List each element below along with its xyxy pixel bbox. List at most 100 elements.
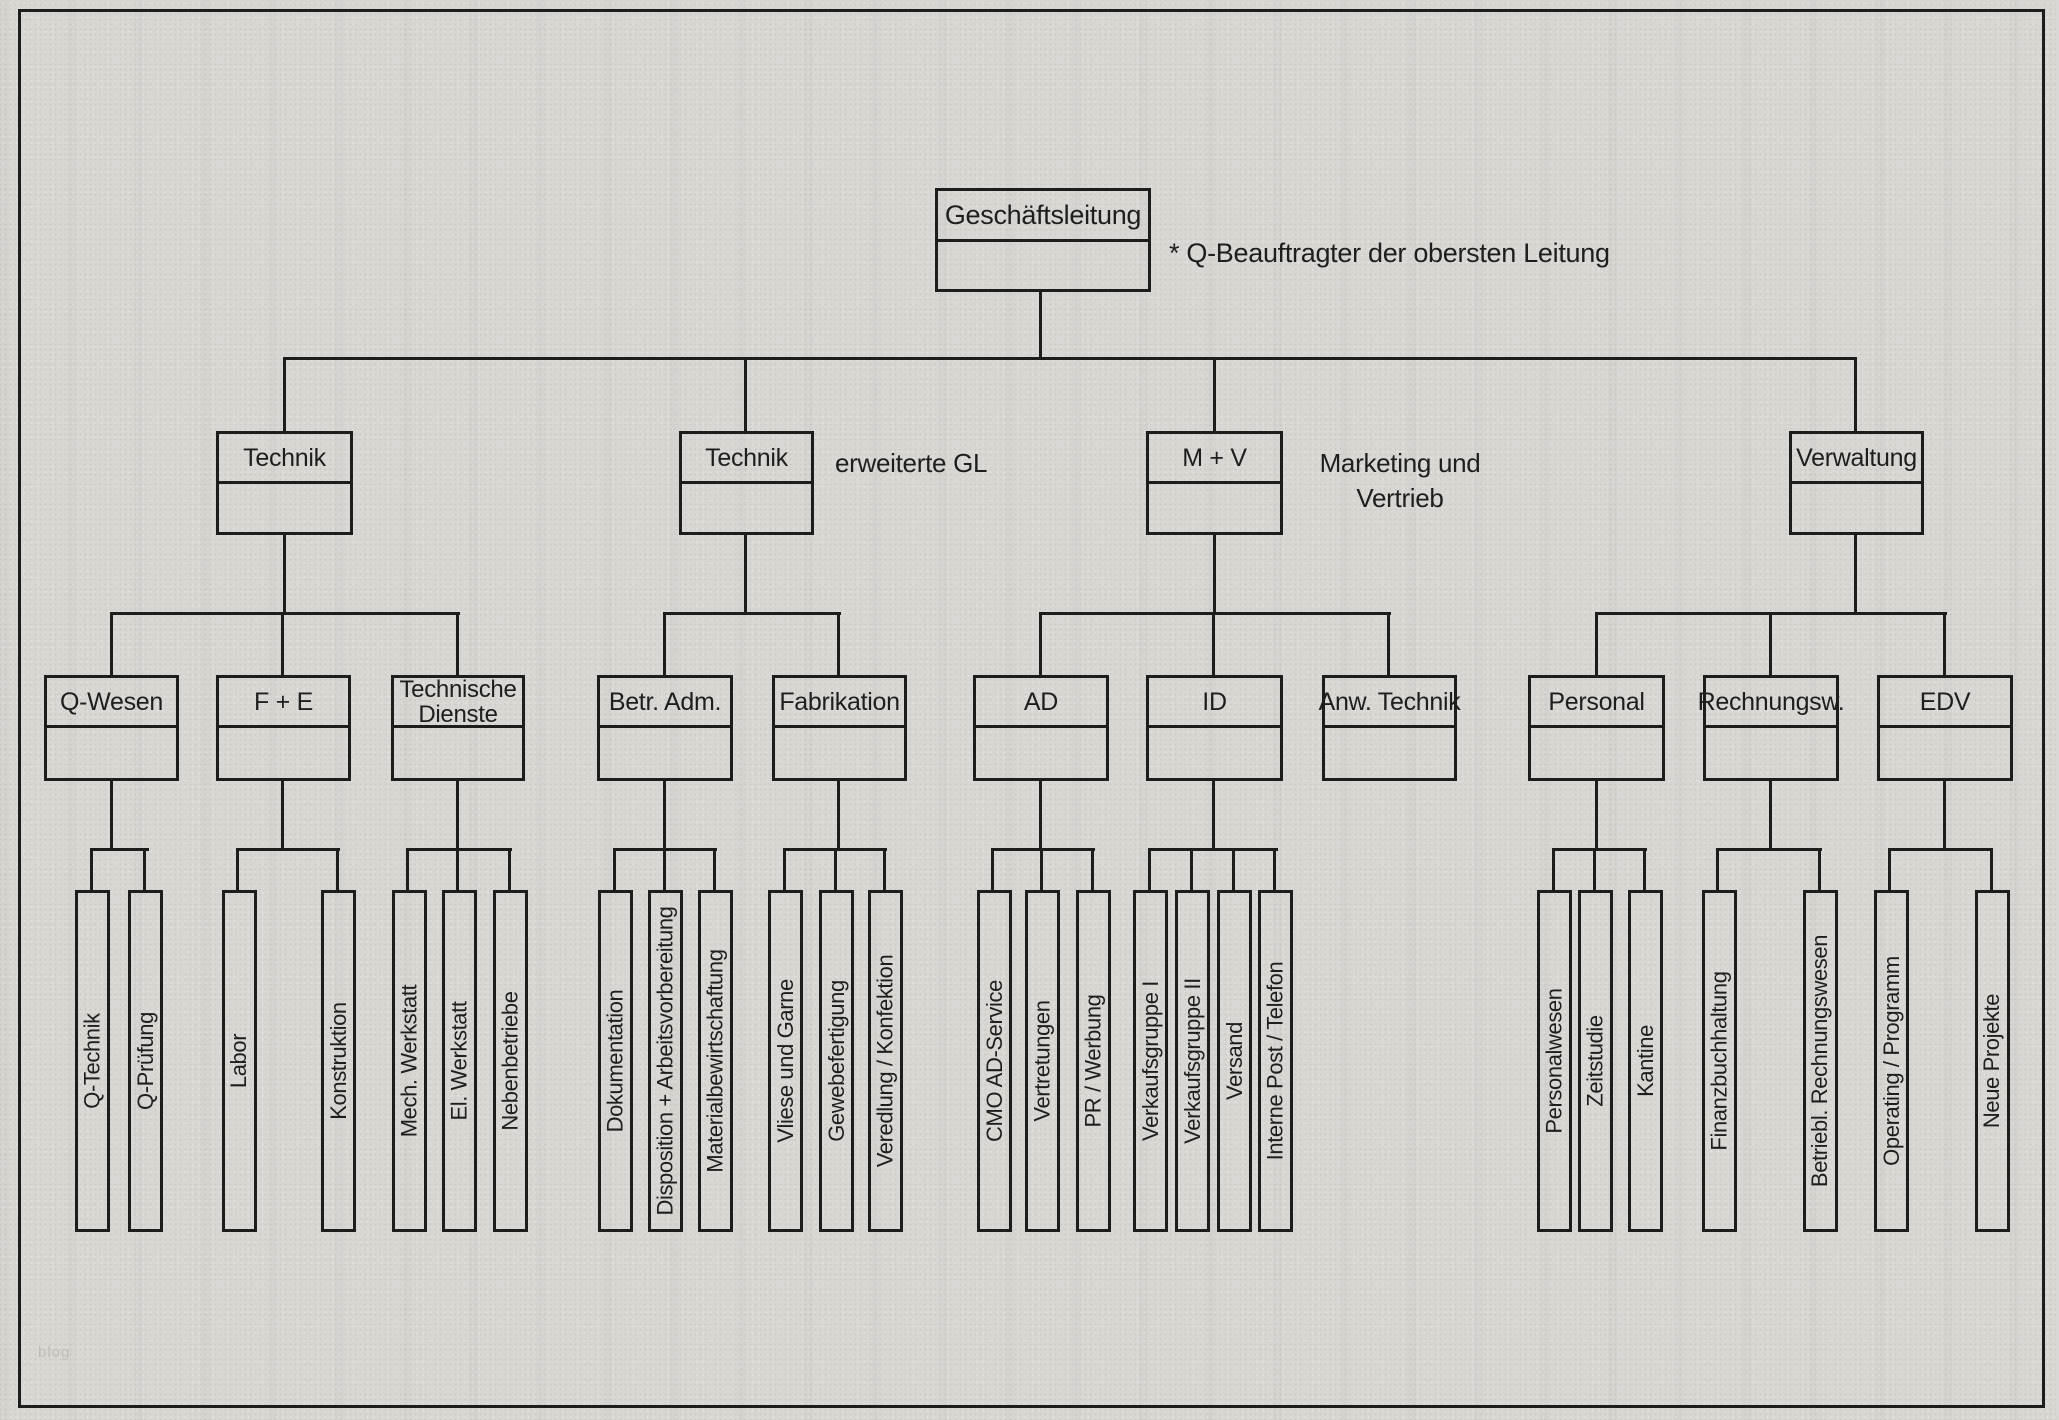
connector-line [1213,357,1216,431]
connector-line [1190,848,1193,890]
connector-line [1818,848,1821,890]
connector-line [283,357,286,431]
connector-line [1552,848,1647,851]
org-box-verkaufsgruppe-2: Verkaufsgruppe II [1175,890,1210,1232]
org-box-label: Q-Technik [79,1013,105,1109]
org-box-geschaeftsleitung: Geschäftsleitung [935,188,1151,292]
connector-line [110,612,113,675]
org-box-operating-programm: Operating / Programm [1874,890,1909,1232]
org-box-label: Betr. Adm. [600,678,730,728]
org-box-label: F + E [219,678,348,728]
connector-line [1595,612,1598,675]
org-box-label: PR / Werbung [1080,994,1106,1128]
org-box-mech-werkstatt: Mech. Werkstatt [392,890,427,1232]
org-box-label: Nebenbetriebe [497,991,523,1131]
connector-line [1148,848,1151,890]
org-box-label: Geschäftsleitung [938,191,1148,242]
connector-line [837,612,840,675]
connector-line [1213,535,1216,614]
org-box-label: Technik [219,434,350,484]
connector-line [1212,781,1215,850]
org-box-verkaufsgruppe-1: Verkaufsgruppe I [1133,890,1168,1232]
connector-line [834,848,837,890]
connector-line [1039,292,1042,359]
org-box-fabrikation: Fabrikation [772,675,907,781]
org-box-rechnungsw: Rechnungsw. [1698,675,1845,781]
connector-line [744,357,747,431]
org-box-disposition-arbeitsvorbereitung: Disposition + Arbeitsvorbereitung [648,890,683,1232]
connector-line [1593,848,1596,890]
connector-line [1854,535,1857,614]
org-box-label: Personalwesen [1541,988,1567,1134]
connector-line [143,848,146,890]
org-box-q-wesen: Q-Wesen [44,675,179,781]
org-box-label: M + V [1149,434,1280,484]
connector-line [236,848,340,851]
connector-line [1039,612,1042,675]
org-box-pr-werbung: PR / Werbung [1076,890,1111,1232]
connector-line [1990,848,1993,890]
org-box-label: Veredlung / Konfektion [872,954,898,1168]
connector-line [1943,781,1946,850]
connector-line [110,612,460,615]
erweiterte-gl-label: erweiterte GL [835,448,988,478]
org-box-betr-adm: Betr. Adm. [597,675,733,781]
org-box-label: Interne Post / Telefon [1262,961,1288,1161]
org-box-technische-dienste: Technische Dienste [391,675,525,781]
org-box-edv: EDV [1877,675,2013,781]
connector-line [713,848,716,890]
org-box-id: ID [1146,675,1283,781]
connector-line [1595,781,1598,850]
org-box-q-pruefung: Q-Prüfung [128,890,163,1232]
org-box-label: Technische Dienste [394,677,522,728]
org-box-neue-projekte: Neue Projekte [1975,890,2010,1232]
connector-line [456,612,459,675]
org-box-gewebefertigung: Gewebefertigung [819,890,854,1232]
org-box-anw-technik: Anw. Technik [1319,675,1461,781]
connector-line [508,848,511,890]
connector-line [1888,848,1891,890]
connector-line [90,848,93,890]
org-box-label: Kantine [1632,1025,1658,1097]
org-box-personal: Personal [1528,675,1665,781]
connector-line [1643,848,1646,890]
org-box-label: CMO AD-Service [981,980,1007,1142]
org-box-cmo-ad-service: CMO AD-Service [977,890,1012,1232]
connector-line [991,848,1095,851]
connector-line [1039,612,1391,615]
org-box-ad: AD [973,675,1109,781]
org-box-label: Betriebl. Rechnungswesen [1807,934,1833,1188]
connector-line [1040,848,1043,890]
connector-line [663,781,666,850]
org-box-label: ID [1149,678,1280,728]
connector-line [283,535,286,614]
connector-line [1273,848,1276,890]
org-box-label: Gewebefertigung [823,980,849,1142]
org-box-betriebl-rechnungswesen: Betriebl. Rechnungswesen [1803,890,1838,1232]
org-box-label: Verkaufsgruppe II [1179,978,1205,1144]
org-box-m-v: M + V [1146,431,1283,535]
connector-line [281,781,284,850]
org-box-label: Konstruktion [325,1002,351,1120]
org-box-kantine: Kantine [1628,890,1663,1232]
org-box-label: Versand [1221,1022,1247,1100]
connector-line [406,848,409,890]
org-box-personalwesen: Personalwesen [1537,890,1572,1232]
org-box-finanzbuchhaltung: Finanzbuchhaltung [1702,890,1737,1232]
connector-line [783,848,786,890]
org-box-label: Q-Wesen [47,678,176,728]
org-box-label: Mech. Werkstatt [396,984,422,1138]
org-box-label: EDV [1880,678,2010,728]
org-box-vliese-und-garne: Vliese und Garne [768,890,803,1232]
q-beauftragter-note: * Q-Beauftragter der obersten Leitung [1169,238,1610,268]
org-box-label: Anw. Technik [1319,678,1461,728]
org-box-el-werkstatt: El. Werkstatt [442,890,477,1232]
chart-border [18,9,2045,1408]
org-box-label: Dokumentation [602,989,628,1133]
connector-line [1888,848,1993,851]
connector-line [456,848,459,890]
org-box-zeitstudie: Zeitstudie [1578,890,1613,1232]
connector-line [281,612,284,675]
connector-line [991,848,994,890]
